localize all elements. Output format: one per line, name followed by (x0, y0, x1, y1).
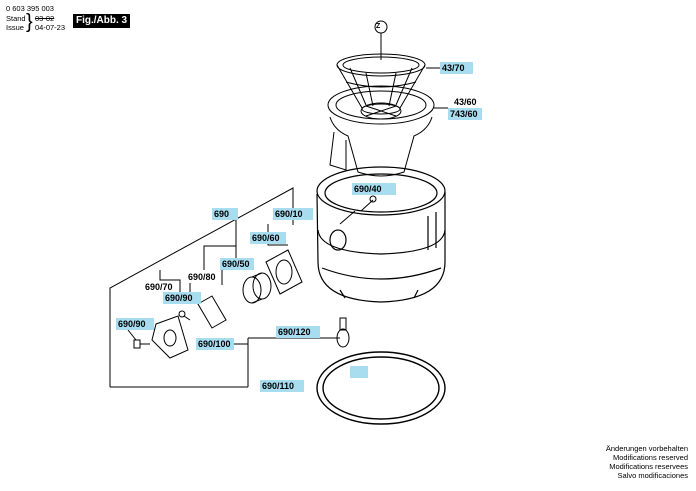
screw-part (360, 195, 377, 212)
small-screw-lower (133, 339, 150, 349)
footer-line-3: Modifications reservees (609, 462, 688, 471)
filter-funnel (327, 85, 435, 177)
callout-690-90-lower: 690/90 (116, 318, 154, 330)
z-marker-label: Z (376, 23, 381, 30)
footer-line-2: Modifications reserved (612, 453, 688, 462)
cover-plate (151, 315, 189, 359)
issue-value: 04-07-23 (35, 23, 66, 32)
callout-690-70: 690/70 (145, 282, 173, 292)
filter-cone (336, 53, 426, 115)
issue-label: Issue (6, 23, 24, 32)
callout-690-10: 690/10 (273, 208, 313, 220)
callout-43-70: 43/70 (440, 62, 473, 74)
callout-690-90-upper: 690/90 (163, 292, 201, 304)
callout-690-120: 690/120 (276, 326, 320, 338)
footer-line-4: Salvo modificaciones (617, 471, 688, 480)
header-brace: } (26, 11, 33, 33)
callout-690-110: 690/110 (260, 380, 304, 392)
callout-690-60: 690/60 (250, 232, 286, 244)
castor-wheel (336, 317, 350, 348)
container-body (316, 166, 446, 303)
footer-line-1: Änderungen vorbehalten (605, 444, 688, 453)
flange-plate (265, 249, 303, 295)
seal-ring (316, 351, 446, 425)
ring-marker (350, 366, 368, 378)
hose-socket (242, 272, 272, 304)
small-screw-upper (178, 310, 191, 321)
callout-690-100: 690/100 (196, 338, 234, 350)
callout-690-80: 690/80 (188, 272, 216, 282)
figure-title: Fig./Abb. 3 (73, 14, 130, 28)
callout-690-50: 690/50 (220, 258, 254, 270)
callout-743-60: 743/60 (448, 108, 482, 120)
callout-690: 690 (212, 208, 238, 220)
stand-value: 03-02 (35, 14, 55, 23)
stand-label: Stand (6, 14, 26, 23)
callout-690-40: 690/40 (352, 183, 396, 195)
callout-43-60: 43/60 (454, 97, 477, 107)
gasket-plate (197, 295, 227, 329)
part-number: 0 603 395 003 (6, 4, 54, 13)
